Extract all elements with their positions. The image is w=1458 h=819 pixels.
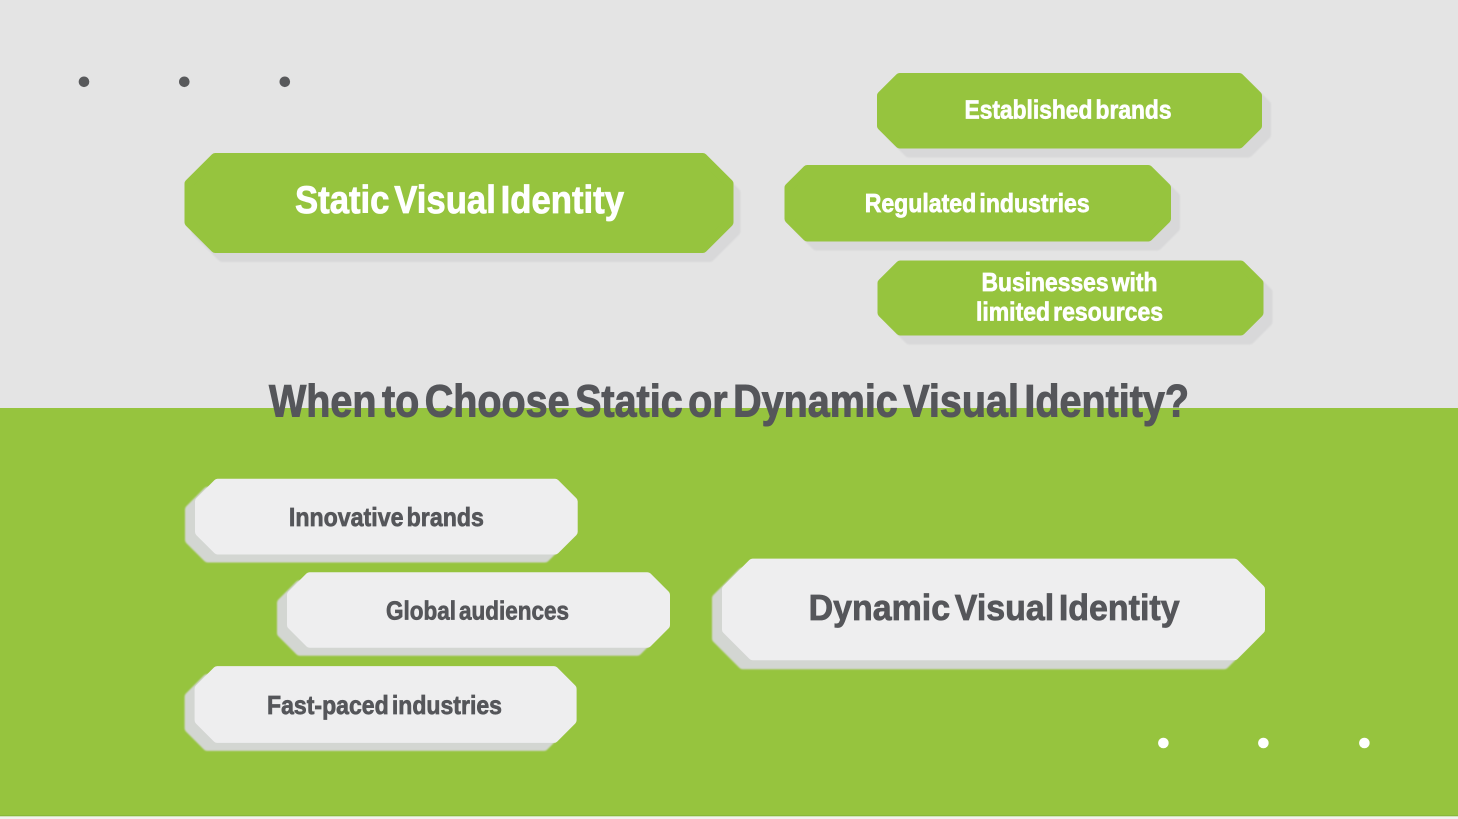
svg-text:limited resources: limited resources <box>976 297 1163 327</box>
svg-text:Established brands: Established brands <box>965 95 1172 125</box>
svg-text:Global audiences: Global audiences <box>386 596 569 626</box>
svg-text:Fast-paced industries: Fast-paced industries <box>267 690 502 720</box>
svg-text:Regulated industries: Regulated industries <box>865 188 1090 218</box>
svg-text:When to Choose Static or Dynam: When to Choose Static or Dynamic Visual … <box>269 376 1189 427</box>
svg-text:Businesses with: Businesses with <box>982 267 1158 297</box>
svg-text:Static Visual Identity: Static Visual Identity <box>295 179 624 222</box>
svg-text:Innovative brands: Innovative brands <box>289 502 484 532</box>
svg-text:Dynamic Visual Identity: Dynamic Visual Identity <box>809 587 1181 628</box>
